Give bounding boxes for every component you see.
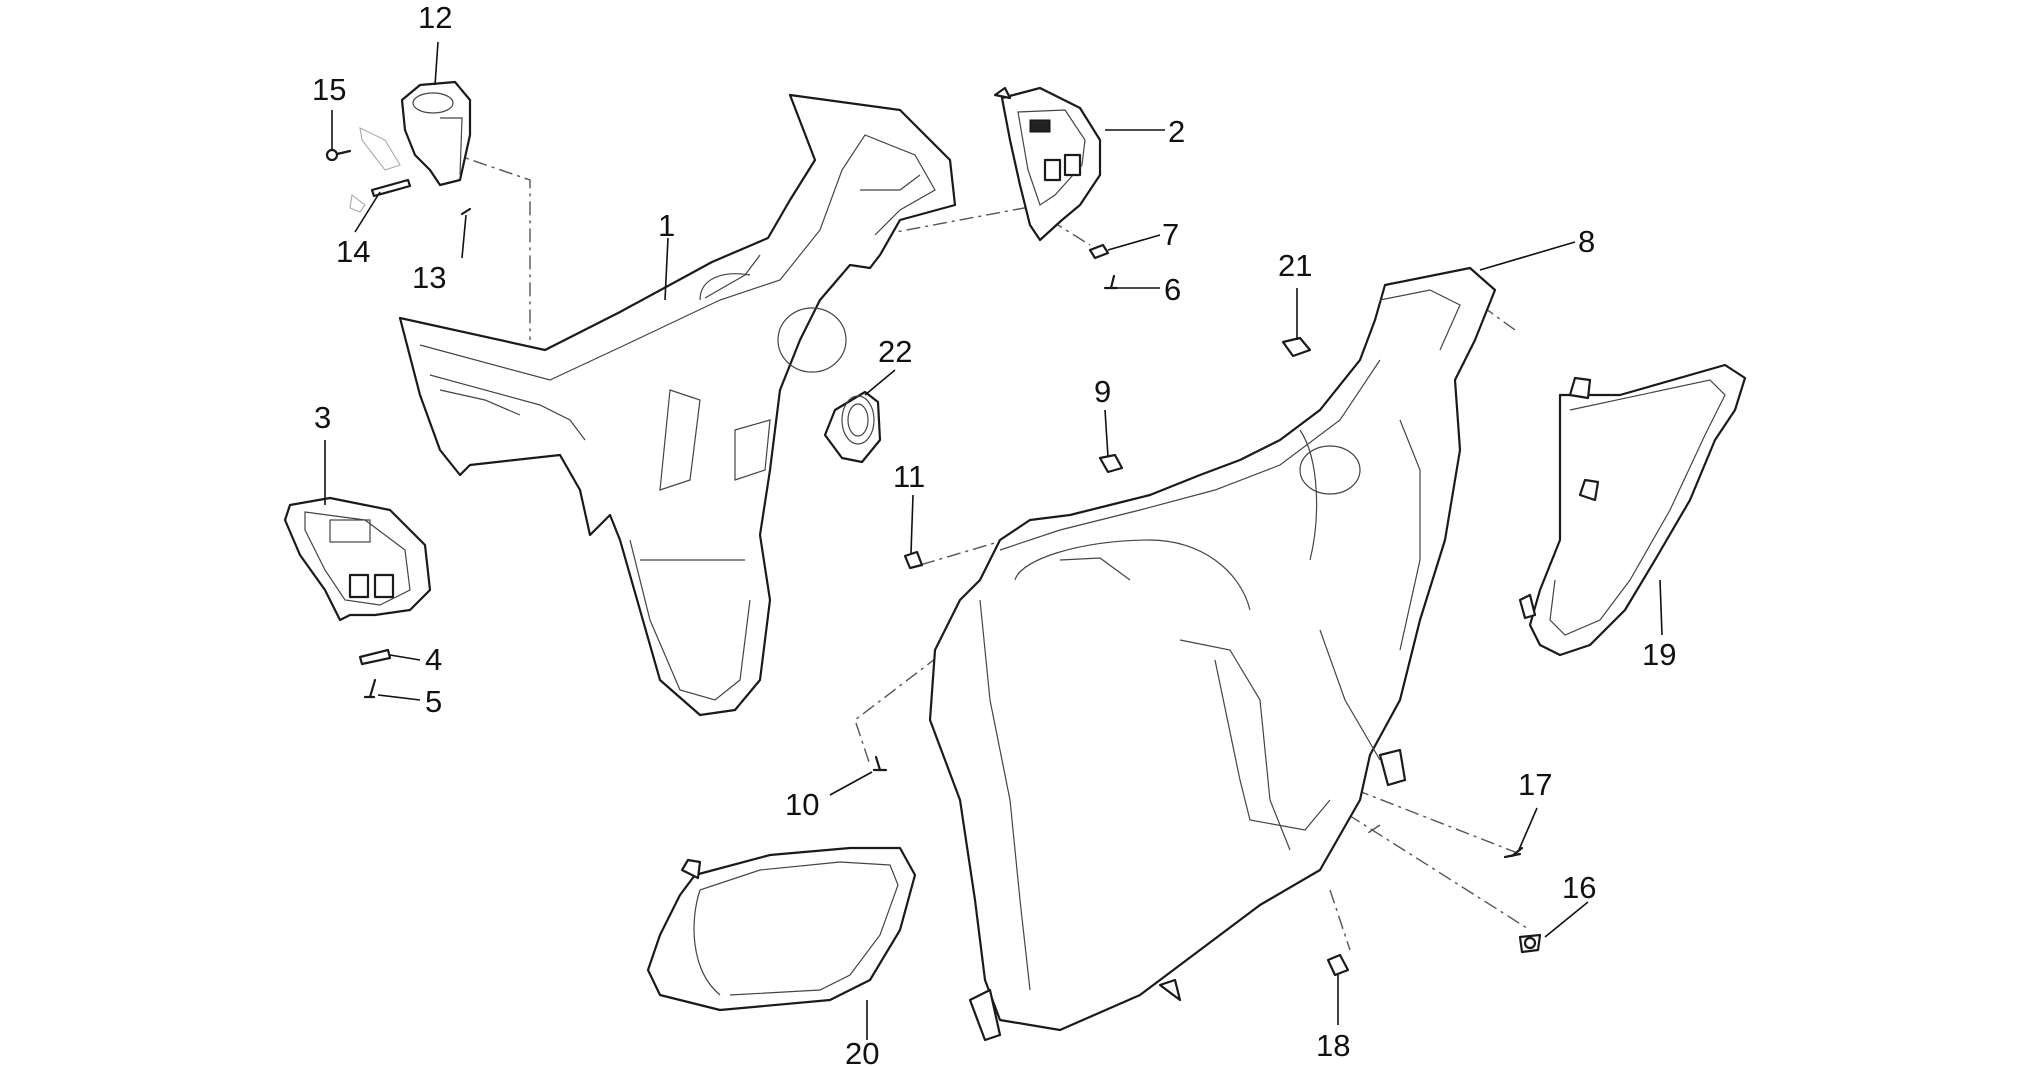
label-14: 14 — [336, 234, 370, 269]
part-15-screw — [325, 148, 352, 162]
part-9-clip — [1098, 453, 1124, 474]
part-17-screw — [1503, 846, 1524, 859]
part-20-light-cover — [646, 846, 917, 1012]
label-1: 1 — [658, 208, 675, 243]
part-4-clip — [358, 648, 392, 666]
leader-lines — [324, 41, 1663, 1040]
label-10: 10 — [785, 787, 819, 822]
part-3-switch-housing — [283, 496, 432, 622]
label-18: 18 — [1316, 1028, 1350, 1063]
part-11-clip — [903, 550, 924, 570]
part-2-switch-housing — [993, 86, 1102, 242]
part-13-screw — [460, 207, 472, 216]
label-9: 9 — [1094, 374, 1111, 409]
part-6-screw — [1103, 274, 1119, 290]
part-labels: 1 2 3 4 5 6 7 8 9 10 11 12 13 14 15 16 1… — [312, 0, 1676, 1066]
label-19: 19 — [1642, 637, 1676, 672]
label-12: 12 — [418, 0, 452, 35]
part-22-bezel — [823, 390, 882, 464]
part-10-screw — [872, 755, 888, 772]
part-8-inner-panel — [928, 266, 1497, 1042]
label-8: 8 — [1578, 224, 1595, 259]
label-11: 11 — [893, 459, 925, 494]
part-7-clip — [1088, 243, 1110, 260]
label-20: 20 — [845, 1036, 879, 1066]
part-1-handlebar-cover — [398, 93, 957, 717]
label-17: 17 — [1518, 767, 1552, 802]
label-15: 15 — [312, 72, 346, 107]
label-4: 4 — [425, 642, 442, 677]
label-13: 13 — [412, 260, 446, 295]
part-5-screw — [363, 678, 377, 699]
part-14-pin — [349, 178, 412, 213]
label-5: 5 — [425, 684, 442, 719]
part-18-clip — [1326, 953, 1350, 977]
label-21: 21 — [1278, 248, 1312, 283]
part-12-clamp — [359, 80, 472, 187]
part-16-screw — [1518, 933, 1542, 954]
part-21-clip — [1281, 336, 1312, 358]
label-3: 3 — [314, 400, 331, 435]
label-16: 16 — [1562, 870, 1596, 905]
label-2: 2 — [1168, 114, 1185, 149]
label-22: 22 — [878, 334, 912, 369]
label-6: 6 — [1164, 272, 1181, 307]
label-7: 7 — [1162, 217, 1179, 252]
part-19-light-cover — [1518, 363, 1747, 657]
